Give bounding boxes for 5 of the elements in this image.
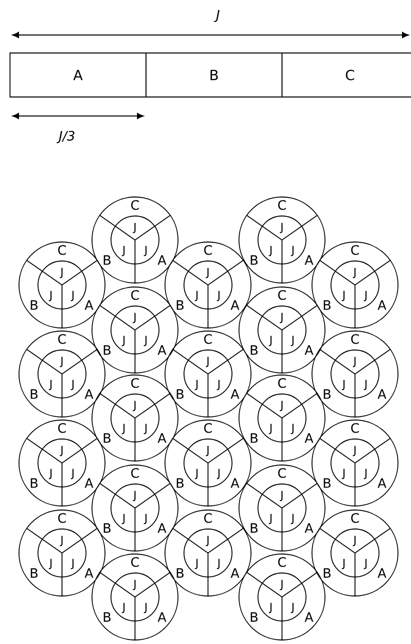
segment-box: C (282, 52, 411, 98)
segment-box: A (10, 52, 146, 98)
dimension-label: J (214, 10, 220, 22)
dimension-label: J/3 (56, 130, 74, 144)
segment-box: B (146, 52, 282, 98)
